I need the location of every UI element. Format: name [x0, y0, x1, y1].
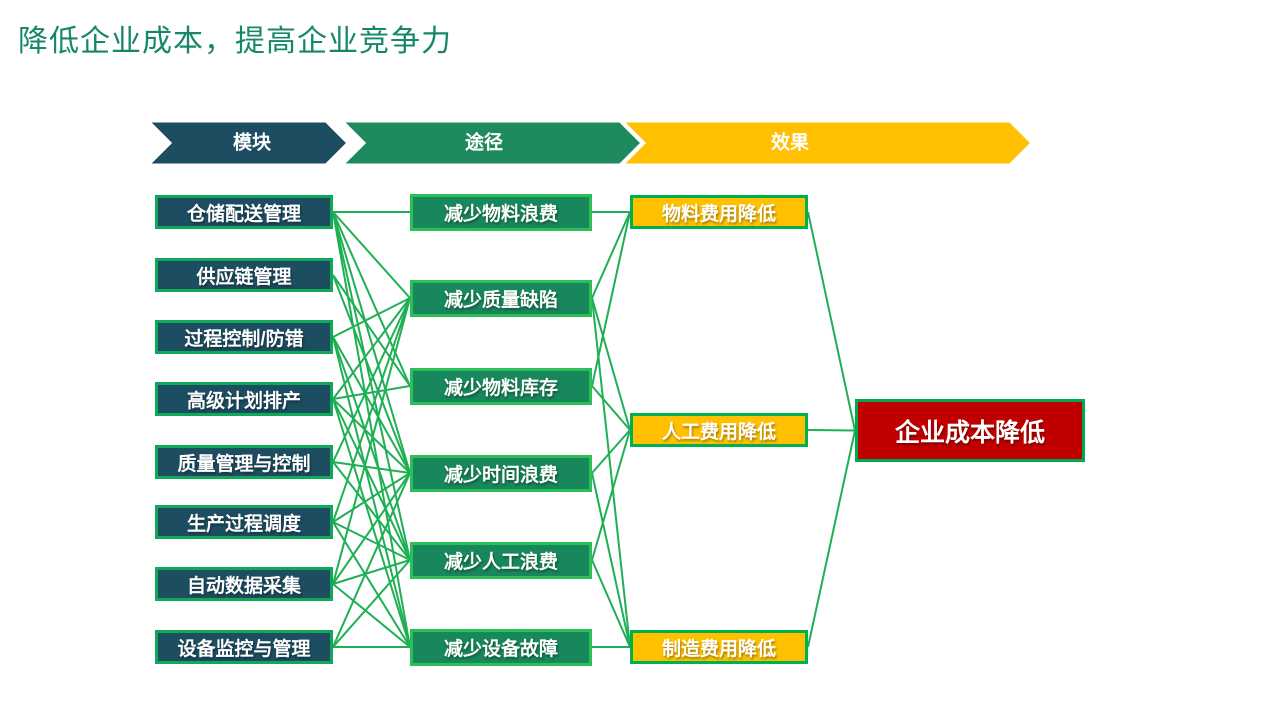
effect-box-0-label: 物料费用降低 — [661, 203, 776, 225]
connector-line — [591, 559, 631, 648]
connector-line — [807, 430, 856, 648]
path-box-0: 减少物料浪费 — [410, 193, 592, 231]
effect-box-2: 制造费用降低 — [630, 630, 808, 664]
connector-line — [332, 274, 411, 387]
connector-line — [591, 297, 631, 431]
path-box-4-label: 减少人工浪费 — [443, 551, 558, 573]
connector-line — [332, 336, 411, 648]
module-box-4-label: 质量管理与控制 — [177, 453, 311, 475]
stage-header: 模块 途径 效果 — [144, 119, 1035, 167]
module-box-6-label: 自动数据采集 — [186, 575, 301, 597]
module-box-0-label: 仓储配送管理 — [186, 203, 301, 225]
connector-line — [332, 211, 411, 474]
connector-line — [332, 385, 411, 400]
connector-line — [591, 211, 631, 299]
connector-line — [332, 336, 411, 474]
connector-line — [332, 521, 411, 561]
connector-line — [332, 398, 411, 561]
stage-label-paths: 途径 — [465, 131, 503, 154]
path-box-4: 减少人工浪费 — [410, 541, 592, 579]
connector-line — [332, 336, 411, 561]
result-box-label: 企业成本降低 — [894, 418, 1045, 447]
module-box-3: 高级计划排产 — [155, 382, 333, 416]
result-box: 企业成本降低 — [855, 399, 1085, 462]
connector-line — [332, 398, 411, 648]
connector-line — [332, 559, 411, 648]
connector-line — [591, 429, 631, 561]
connector-line — [332, 583, 411, 648]
connector-line — [807, 429, 856, 432]
module-box-7: 设备监控与管理 — [155, 630, 333, 664]
connector-line — [591, 297, 631, 648]
connector-line — [332, 297, 411, 463]
path-box-3-label: 减少时间浪费 — [443, 464, 558, 486]
path-box-3: 减少时间浪费 — [410, 454, 592, 492]
connector-line — [332, 297, 411, 338]
stage-label-modules: 模块 — [233, 131, 272, 154]
connector-line — [332, 559, 411, 585]
connector-line — [332, 461, 411, 561]
module-box-2-label: 过程控制/防错 — [184, 328, 304, 350]
path-box-1: 减少质量缺陷 — [410, 279, 592, 317]
module-box-5: 生产过程调度 — [155, 505, 333, 539]
module-box-1-label: 供应链管理 — [196, 266, 292, 288]
connector-line — [591, 385, 631, 431]
stage-arrow-modules — [144, 119, 351, 167]
module-box-1: 供应链管理 — [155, 258, 333, 292]
module-box-7-label: 设备监控与管理 — [177, 638, 311, 660]
module-box-2: 过程控制/防错 — [155, 320, 333, 354]
path-box-1-label: 减少质量缺陷 — [443, 289, 558, 311]
connector-lines — [332, 211, 856, 648]
connector-line — [332, 398, 411, 474]
path-box-5-label: 减少设备故障 — [443, 638, 558, 660]
path-box-0-label: 减少物料浪费 — [443, 203, 558, 225]
effect-box-0: 物料费用降低 — [630, 195, 808, 229]
stage-label-effects: 效果 — [771, 131, 809, 154]
effect-box-1-label: 人工费用降低 — [661, 421, 776, 443]
connector-line — [332, 472, 411, 648]
connector-line — [332, 297, 411, 400]
connector-line — [591, 472, 631, 648]
effect-box-2-label: 制造费用降低 — [661, 638, 776, 660]
connector-line — [332, 211, 411, 299]
connector-line — [332, 472, 411, 585]
path-box-2-label: 减少物料库存 — [443, 377, 558, 399]
stage-arrow-effects — [618, 119, 1035, 167]
module-box-3-label: 高级计划排产 — [186, 390, 301, 412]
connector-line — [332, 211, 411, 387]
connector-line — [591, 211, 631, 387]
slide-title: 降低企业成本，提高企业竞争力 — [18, 25, 452, 58]
connector-line — [332, 211, 411, 648]
module-box-4: 质量管理与控制 — [155, 445, 333, 479]
module-box-0: 仓储配送管理 — [155, 195, 333, 229]
connector-line — [332, 297, 411, 523]
module-box-6: 自动数据采集 — [155, 567, 333, 601]
effect-box-1: 人工费用降低 — [630, 413, 808, 447]
path-box-5: 减少设备故障 — [410, 628, 592, 666]
connector-line — [332, 472, 411, 523]
path-box-2: 减少物料库存 — [410, 367, 592, 405]
connector-line — [332, 274, 411, 474]
module-box-5-label: 生产过程调度 — [186, 513, 301, 535]
connector-line — [807, 211, 856, 431]
connector-line — [591, 429, 631, 474]
connector-line — [332, 461, 411, 474]
connector-line — [332, 521, 411, 648]
connector-line — [332, 297, 411, 585]
